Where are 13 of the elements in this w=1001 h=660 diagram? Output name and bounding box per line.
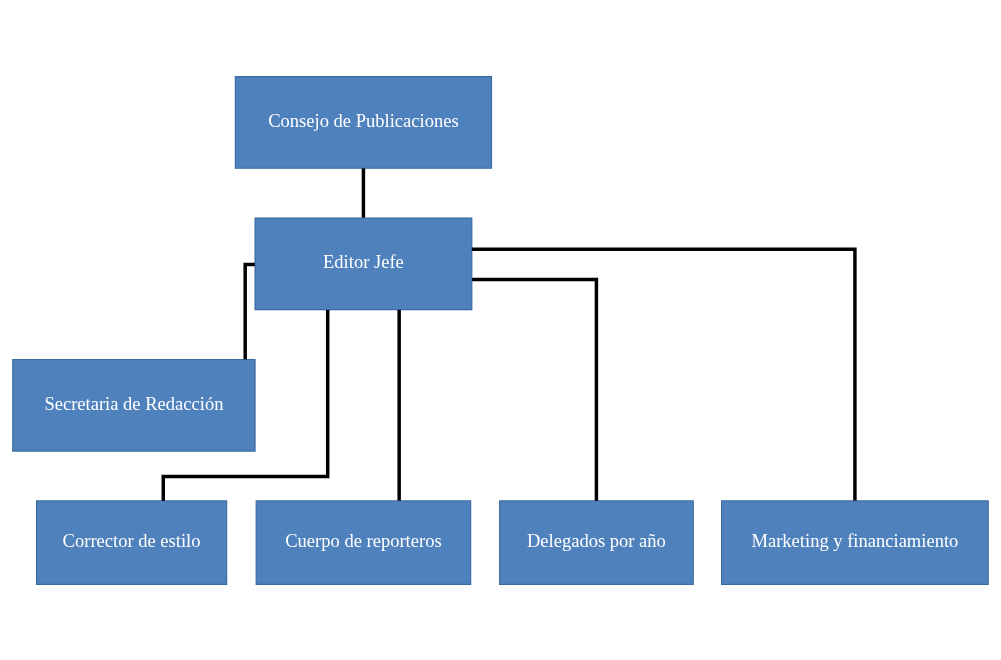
connector	[161, 309, 330, 501]
node-box: Consejo de Publicaciones	[234, 75, 493, 169]
node-box: Cuerpo de reporteros	[255, 499, 472, 585]
connector	[472, 277, 599, 501]
node-box: Marketing y financiamiento	[721, 499, 989, 585]
connector	[243, 262, 255, 359]
connector	[397, 309, 401, 501]
node-box: Delegados por año	[499, 499, 694, 585]
node-box: Editor Jefe	[254, 217, 473, 310]
connector	[361, 167, 366, 218]
node-box: Secretaria de Redacción	[12, 358, 256, 452]
connector	[471, 247, 857, 501]
node-box: Corrector de estilo	[35, 499, 228, 585]
